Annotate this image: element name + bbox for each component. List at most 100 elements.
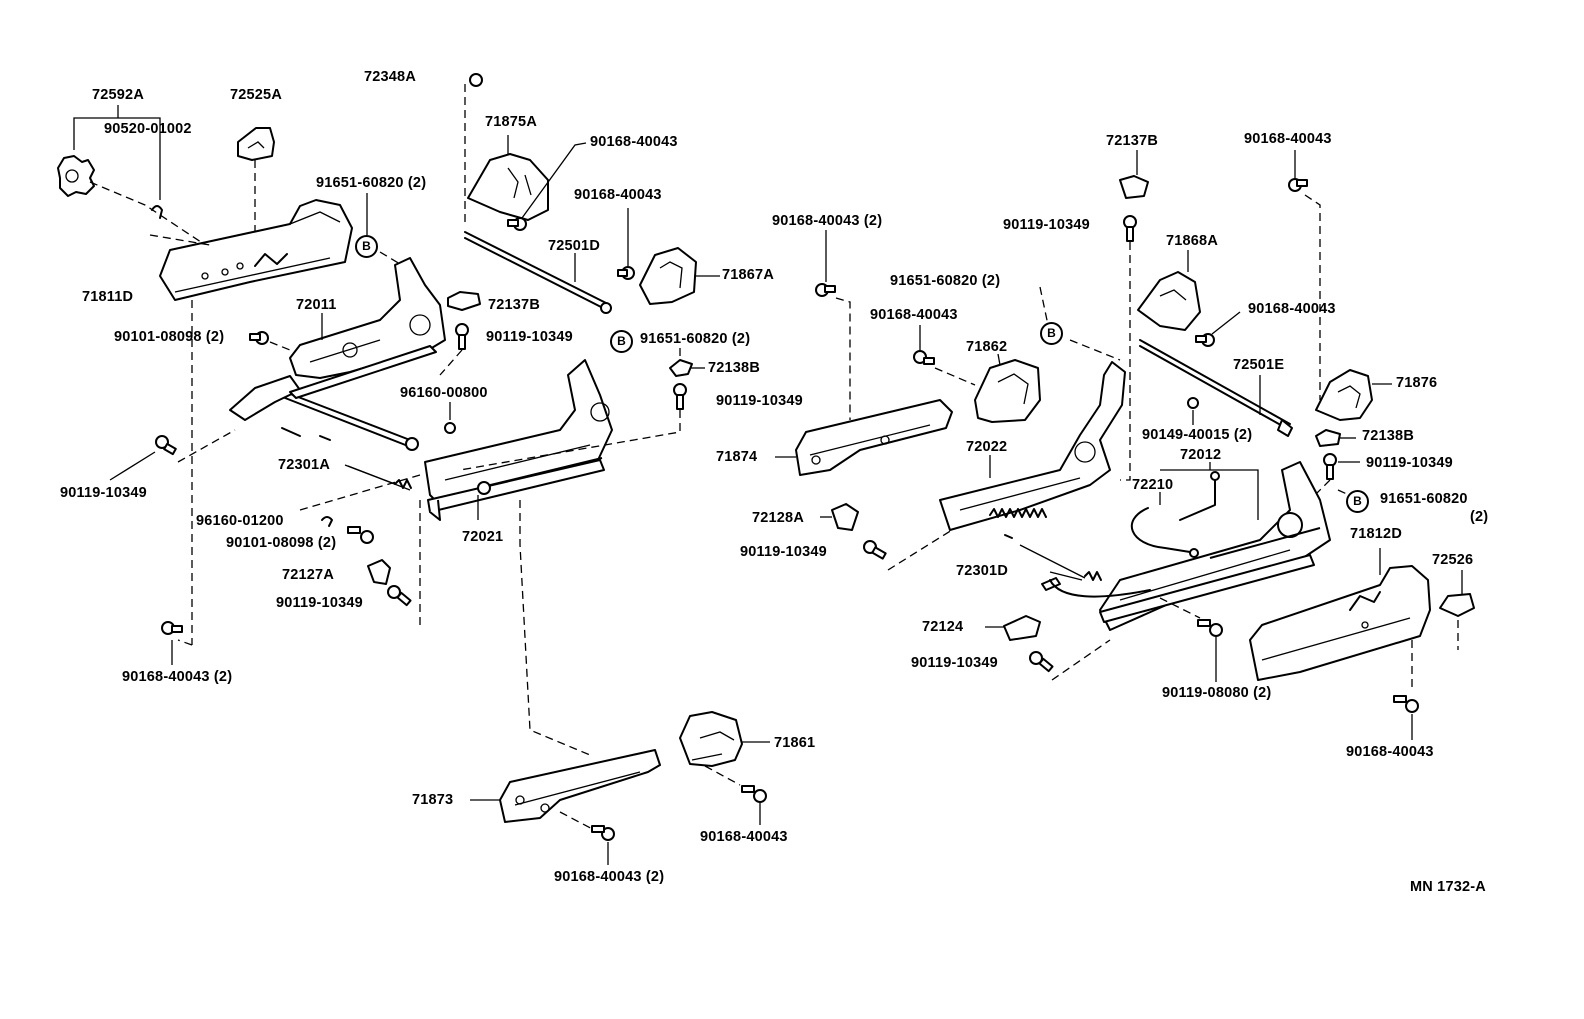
part-knob-72127A [367,559,391,585]
part-bolt-90119-08080 [1197,619,1223,637]
label-90119-08080-2: 90119-08080 (2) [1162,685,1272,701]
part-cover-71862 [974,359,1041,423]
part-cover-72525A [237,127,275,161]
label-72012: 72012 [1180,447,1222,463]
label-90119-10349-f: 90119-10349 [1366,455,1453,471]
label-71811D: 71811D [82,289,134,305]
part-cover-71875A [467,153,549,221]
label-72021: 72021 [462,529,504,545]
part-cap-72124 [1003,615,1041,641]
part-bolt-90168-h [815,283,836,297]
callout-b-2: B [610,330,633,353]
label-96160-00800: 96160-00800 [400,385,488,401]
part-cover-71873 [499,749,661,823]
label-72501D: 72501D [548,238,600,254]
part-bolt-90168-c [161,621,183,635]
part-bolt-90119-a [455,323,469,350]
label-72137B-a: 72137B [488,297,540,313]
part-clip-90520 [151,205,163,219]
part-recliner-72011 [289,257,446,379]
label-71875A: 71875A [485,114,537,130]
label-90168-40043-d: 90168-40043 [1244,131,1332,147]
part-shield-71812D [1249,565,1431,681]
label-90119-10349-c: 90119-10349 [60,485,147,501]
part-cover-71861 [679,711,743,767]
label-72526: 72526 [1432,552,1474,568]
part-cover-71876 [1315,369,1373,421]
part-cover-71874 [795,399,953,476]
part-bolt-90101-a [249,331,269,345]
label-90168-40043-f: 90168-40043 [870,307,958,323]
label-72124: 72124 [922,619,964,635]
label-72138B-a: 72138B [708,360,760,376]
part-bolt-90119-b [155,435,177,456]
label-72210: 72210 [1132,477,1174,493]
label-90168-40043-e: 90168-40043 [1248,301,1336,317]
label-90119-10349-g: 90119-10349 [740,544,827,560]
part-cable-72210 [1130,471,1220,558]
label-90101-08098-2-b: 90101-08098 (2) [226,535,337,551]
part-clip-96160-00800 [444,422,456,434]
part-bolt-90119-h [1029,651,1054,673]
label-72301A: 72301A [278,457,330,473]
part-bolt-90119-c [669,359,693,410]
label-71873: 71873 [412,792,454,808]
part-bolt-90168-b [617,266,635,280]
label-91651-60820-2-c: 91651-60820 (2) [890,273,1001,289]
label-72022: 72022 [966,439,1008,455]
leader-72592A [73,105,161,200]
part-adjuster-72012 [1099,461,1331,631]
part-bolt-90168-f [1288,178,1308,192]
label-90119-10349-h: 90119-10349 [911,655,998,671]
label-90168-40043-2-a: 90168-40043 (2) [122,669,233,685]
callout-b-1: B [355,235,378,258]
label-90168-40043-g: 90168-40043 [1346,744,1434,760]
label-90119-10349-a: 90119-10349 [486,329,573,345]
label-90168-40043-b: 90168-40043 [574,187,662,203]
label-90149-40015-2: 90149-40015 (2) [1142,427,1253,443]
part-bolt-90168-i [913,350,935,365]
label-72138B-b: 72138B [1362,428,1414,444]
label-72525A: 72525A [230,87,282,103]
callout-b-3: B [1040,322,1063,345]
label-72301D: 72301D [956,563,1008,579]
part-bolt-90119-f [1323,453,1337,480]
label-72128A: 72128A [752,510,804,526]
part-bolt-90119-d [387,585,412,607]
part-bolt-90168-e [591,825,615,841]
part-pin-90149 [1187,397,1199,409]
part-cover-71867A [639,247,697,305]
part-clip-96160-01200 [321,516,333,527]
label-2-suffix: (2) [1470,509,1489,525]
drawing-code: MN 1732-A [1410,879,1486,895]
part-bolt-90168-g [1195,333,1215,347]
part-cap-72138B-right [1315,429,1341,447]
label-71876: 71876 [1396,375,1438,391]
part-spring-72301A [319,435,412,491]
label-96160-01200: 96160-01200 [196,513,284,529]
label-90101-08098-2-a: 90101-08098 (2) [114,329,225,345]
label-90168-40043-c: 90168-40043 [700,829,788,845]
part-rod-72348A [464,73,483,222]
label-90520-01002: 90520-01002 [104,121,192,137]
callout-b-4: B [1346,490,1369,513]
part-shield-71811D [159,199,353,301]
part-bar-72501E [1139,339,1293,437]
label-71868A: 71868A [1166,233,1218,249]
label-71812D: 71812D [1350,526,1402,542]
label-91651-60820-2-a: 91651-60820 (2) [316,175,427,191]
label-90119-10349-e: 90119-10349 [1003,217,1090,233]
part-bar-72501D [464,231,612,314]
label-90168-40043-2-c: 90168-40043 (2) [772,213,883,229]
label-72127A: 72127A [282,567,334,583]
label-90168-40043-a: 90168-40043 [590,134,678,150]
label-71867A: 71867A [722,267,774,283]
label-72348A: 72348A [364,69,416,85]
label-71861: 71861 [774,735,816,751]
label-72137B-b: 72137B [1106,133,1158,149]
part-adjuster-72021 [424,359,613,521]
part-bolt-90119-g [863,540,887,560]
part-cap-72137B-left [447,291,481,311]
